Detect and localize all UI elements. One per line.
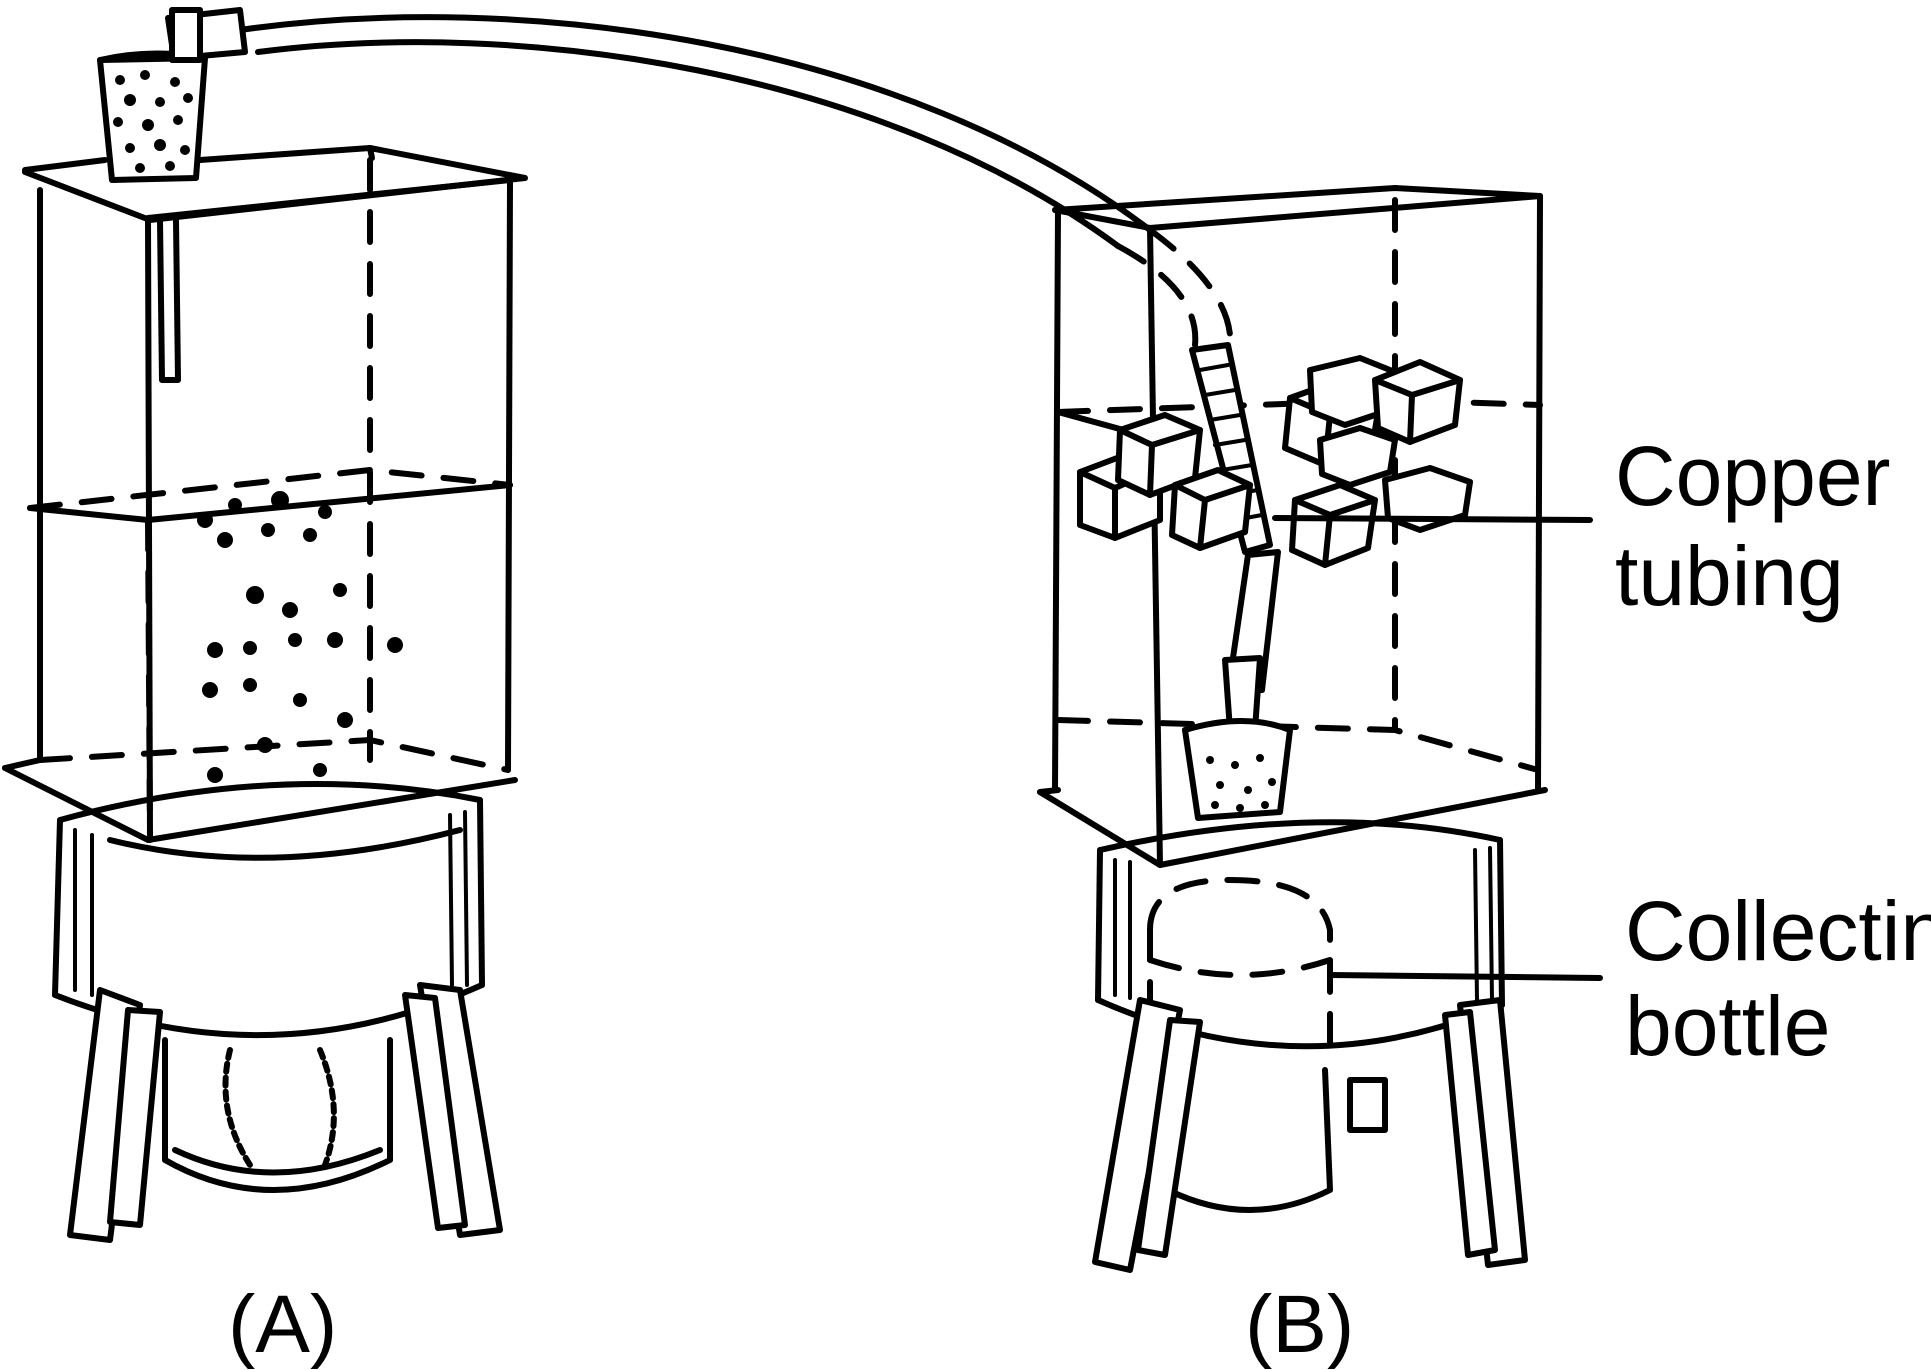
ice-cubes [1077, 355, 1473, 568]
connecting-hose [165, 7, 1153, 249]
label-copper: Copper [1615, 429, 1891, 523]
tank-b [1037, 185, 1593, 868]
label-collecting: Collecting [1625, 884, 1931, 978]
tank-a [2, 145, 528, 843]
apparatus-a [2, 7, 528, 1243]
particles-a [197, 491, 403, 783]
label-panel-a: (A) [228, 1279, 337, 1370]
stand-a [52, 781, 503, 1243]
filter-cork-a [97, 7, 208, 183]
label-tubing: tubing [1615, 529, 1844, 623]
apparatus-b [1037, 185, 1603, 1273]
stand-b [1092, 819, 1603, 1273]
label-panel-b: (B) [1245, 1279, 1354, 1370]
label-bottle: bottle [1625, 979, 1831, 1073]
